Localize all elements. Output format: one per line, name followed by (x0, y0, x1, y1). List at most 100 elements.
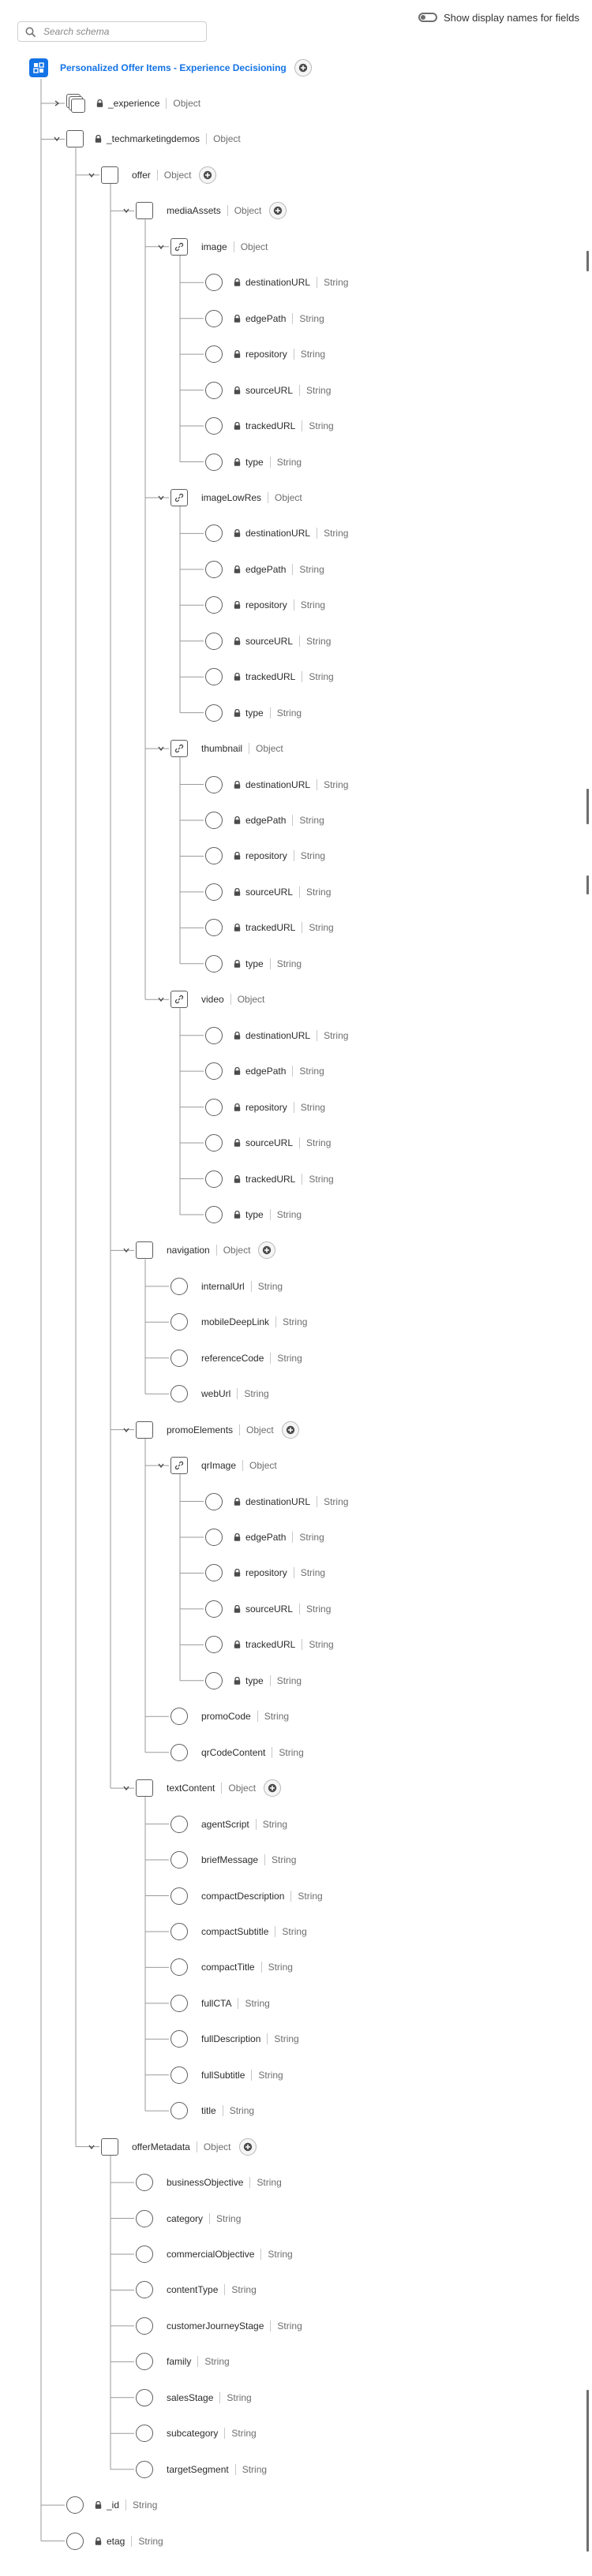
field-name[interactable]: title (201, 2105, 216, 2117)
field-name[interactable]: edgePath (245, 563, 287, 575)
field-select-radio[interactable] (205, 919, 223, 937)
field-name[interactable]: video (201, 994, 224, 1006)
field-name[interactable]: destinationURL (245, 528, 311, 539)
field-name[interactable]: referenceCode (201, 1352, 264, 1364)
chevron-down-icon[interactable] (156, 242, 166, 252)
field-select-radio[interactable] (205, 453, 223, 471)
link-icon[interactable] (170, 488, 188, 506)
chevron-down-icon[interactable] (87, 2142, 96, 2152)
field-select-radio[interactable] (170, 1958, 188, 1977)
field-name[interactable]: sourceURL (245, 1137, 294, 1149)
chevron-down-icon[interactable] (156, 744, 166, 753)
field-name[interactable]: navigation (167, 1245, 210, 1256)
add-field-button[interactable] (281, 1421, 299, 1439)
field-select-radio[interactable] (205, 274, 223, 292)
field-name[interactable]: trackedURL (245, 1173, 296, 1185)
object-select-checkbox[interactable] (66, 130, 84, 148)
field-select-radio[interactable] (205, 345, 223, 364)
field-select-radio[interactable] (170, 2066, 188, 2084)
field-name[interactable]: trackedURL (245, 922, 296, 934)
chevron-down-icon[interactable] (122, 1425, 131, 1435)
chevron-right-icon[interactable] (52, 99, 62, 108)
field-name[interactable]: trackedURL (245, 1639, 296, 1651)
field-select-radio[interactable] (205, 1062, 223, 1081)
field-select-radio[interactable] (205, 381, 223, 399)
field-name[interactable]: compactSubtitle (201, 1925, 269, 1937)
add-field-button[interactable] (269, 202, 287, 220)
field-select-radio[interactable] (170, 1851, 188, 1869)
field-name[interactable]: category (167, 2212, 204, 2224)
field-name[interactable]: type (245, 456, 264, 468)
field-name[interactable]: destinationURL (245, 1029, 311, 1041)
field-name[interactable]: qrImage (201, 1460, 237, 1472)
chevron-down-icon[interactable] (122, 206, 131, 215)
field-name[interactable]: mediaAssets (167, 205, 221, 217)
field-name[interactable]: textContent (167, 1783, 215, 1794)
field-select-radio[interactable] (205, 525, 223, 543)
field-name[interactable]: type (245, 707, 264, 719)
field-name[interactable]: _id (107, 2499, 120, 2511)
object-select-checkbox[interactable] (136, 1241, 153, 1260)
chevron-down-icon[interactable] (156, 995, 166, 1004)
field-name[interactable]: subcategory (167, 2428, 219, 2440)
field-select-radio[interactable] (136, 2209, 153, 2227)
field-name[interactable]: _techmarketingdemos (107, 133, 200, 145)
search-box[interactable] (17, 21, 207, 42)
field-select-radio[interactable] (136, 2353, 153, 2371)
field-select-radio[interactable] (205, 1600, 223, 1618)
field-name[interactable]: mobileDeepLink (201, 1316, 270, 1328)
chevron-down-icon[interactable] (156, 493, 166, 502)
field-select-radio[interactable] (205, 1026, 223, 1044)
field-name[interactable]: qrCodeContent (201, 1746, 266, 1758)
field-name[interactable]: contentType (167, 2284, 219, 2296)
field-name[interactable]: edgePath (245, 1066, 287, 1077)
field-name[interactable]: compactDescription (201, 1890, 285, 1902)
chevron-down-icon[interactable] (122, 1245, 131, 1255)
field-select-radio[interactable] (170, 1277, 188, 1295)
display-names-toggle[interactable] (418, 13, 437, 22)
field-name[interactable]: businessObjective (167, 2177, 244, 2189)
field-name[interactable]: promoCode (201, 1711, 251, 1723)
field-select-radio[interactable] (205, 1170, 223, 1188)
link-icon[interactable] (170, 991, 188, 1009)
field-name[interactable]: targetSegment (167, 2463, 229, 2475)
field-name[interactable]: sourceURL (245, 886, 294, 898)
object-select-checkbox[interactable] (101, 166, 118, 184)
field-select-radio[interactable] (205, 847, 223, 865)
field-name[interactable]: sourceURL (245, 1603, 294, 1615)
field-name[interactable]: etag (107, 2535, 126, 2547)
link-icon[interactable] (170, 1457, 188, 1475)
add-field-button[interactable] (294, 59, 312, 77)
field-select-radio[interactable] (205, 883, 223, 901)
field-name[interactable]: webUrl (201, 1388, 231, 1400)
